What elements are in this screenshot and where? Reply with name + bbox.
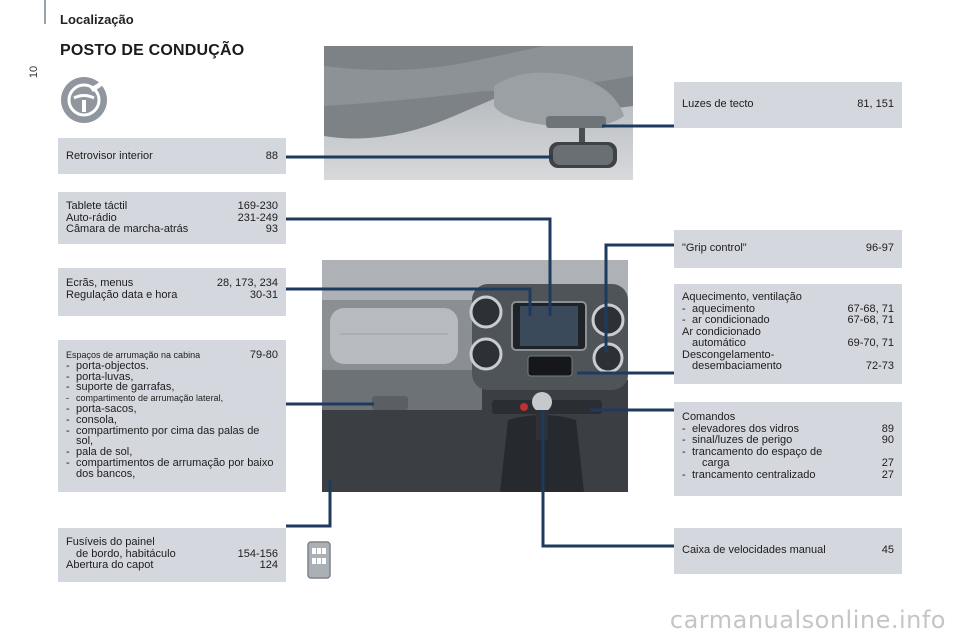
caixa-label: Caixa de velocidades manual	[682, 544, 826, 556]
page-edge-bar	[44, 0, 46, 24]
espacos-heading: Espaços de arrumação na cabina	[66, 350, 201, 360]
fusiveis-label-2: de bordo, habitáculo	[76, 547, 176, 560]
luzes-box: Luzes de tecto 81, 151	[674, 82, 902, 128]
list-item: -compartimentos de arrumação por baixo d…	[66, 456, 274, 480]
capot-label: Abertura do capot	[66, 559, 154, 571]
tablet-label: Tablete táctil	[66, 200, 128, 212]
espacos-box: Espaços de arrumação na cabina 79-80 -por…	[58, 340, 286, 492]
retrovisor-page: 88	[265, 150, 278, 162]
list-item: -porta-objectos.	[66, 359, 149, 372]
aquecimento-heading: Aquecimento, ventilação	[682, 291, 802, 303]
grip-box: "Grip control" 96-97	[674, 230, 902, 268]
list-item: -compartimento por cima das palas de sol…	[66, 424, 260, 448]
page-number: 10	[28, 65, 41, 79]
watermark: carmanualsonline.info	[669, 606, 946, 634]
ac-auto-label: Ar condicionado	[682, 325, 761, 338]
list-item: -pala de sol,	[66, 446, 133, 459]
fuse-box-icon	[307, 541, 331, 579]
list-item: -suporte de garrafas,	[66, 381, 175, 394]
fusiveis-page: 154-156	[237, 547, 278, 560]
desc-label: Descongelamento-	[682, 348, 775, 361]
dashboard-photo	[322, 260, 628, 492]
ecras-label: Ecrãs, menus	[66, 277, 134, 289]
list-item: -porta-sacos,	[66, 402, 137, 415]
ac-auto-page: 69-70, 71	[847, 337, 894, 349]
ecras-box: Ecrãs, menus 28, 173, 234 Regulação data …	[58, 268, 286, 316]
steering-wheel-icon	[61, 77, 107, 123]
camera-label: Câmara de marcha-atrás	[66, 223, 189, 235]
radio-label: Auto-rádio	[66, 211, 117, 224]
ac-auto-label-2: automático	[692, 337, 746, 349]
espacos-page: 79-80	[249, 349, 278, 361]
luzes-page: 81, 151	[857, 98, 894, 110]
caixa-box: Caixa de velocidades manual 45	[674, 528, 902, 574]
section-header: Localização	[60, 12, 134, 27]
tablet-page: 169-230	[237, 200, 278, 212]
radio-page: 231-249	[237, 211, 278, 224]
fusiveis-label: Fusíveis do painel	[66, 536, 155, 548]
camera-page: 93	[265, 223, 278, 235]
list-item: -porta-luvas,	[66, 370, 134, 383]
ceiling-mirror-photo	[324, 46, 633, 180]
data-hora-label: Regulação data e hora	[66, 288, 178, 301]
list-item: -consola,	[66, 413, 117, 426]
retrovisor-box: Retrovisor interior 88	[58, 138, 286, 174]
caixa-page: 45	[881, 544, 894, 556]
capot-page: 124	[259, 559, 278, 571]
comandos-heading: Comandos	[682, 411, 736, 423]
grip-page: 96-97	[865, 242, 894, 254]
list-item: -compartimento de arrumação lateral,	[66, 393, 224, 404]
desc-page: 72-73	[865, 360, 894, 372]
ecras-page: 28, 173, 234	[216, 277, 278, 289]
list-item: -trancamento do espaço de	[682, 445, 823, 458]
fusiveis-box: Fusíveis do painel de bordo, habitáculo 1…	[58, 528, 286, 582]
data-hora-page: 30-31	[249, 288, 278, 301]
page-title: POSTO DE CONDUÇÃO	[60, 42, 245, 59]
retrovisor-label: Retrovisor interior	[66, 150, 153, 162]
luzes-label: Luzes de tecto	[682, 98, 754, 110]
grip-label: "Grip control"	[682, 242, 747, 254]
desc-label-2: desembaciamento	[692, 360, 782, 372]
